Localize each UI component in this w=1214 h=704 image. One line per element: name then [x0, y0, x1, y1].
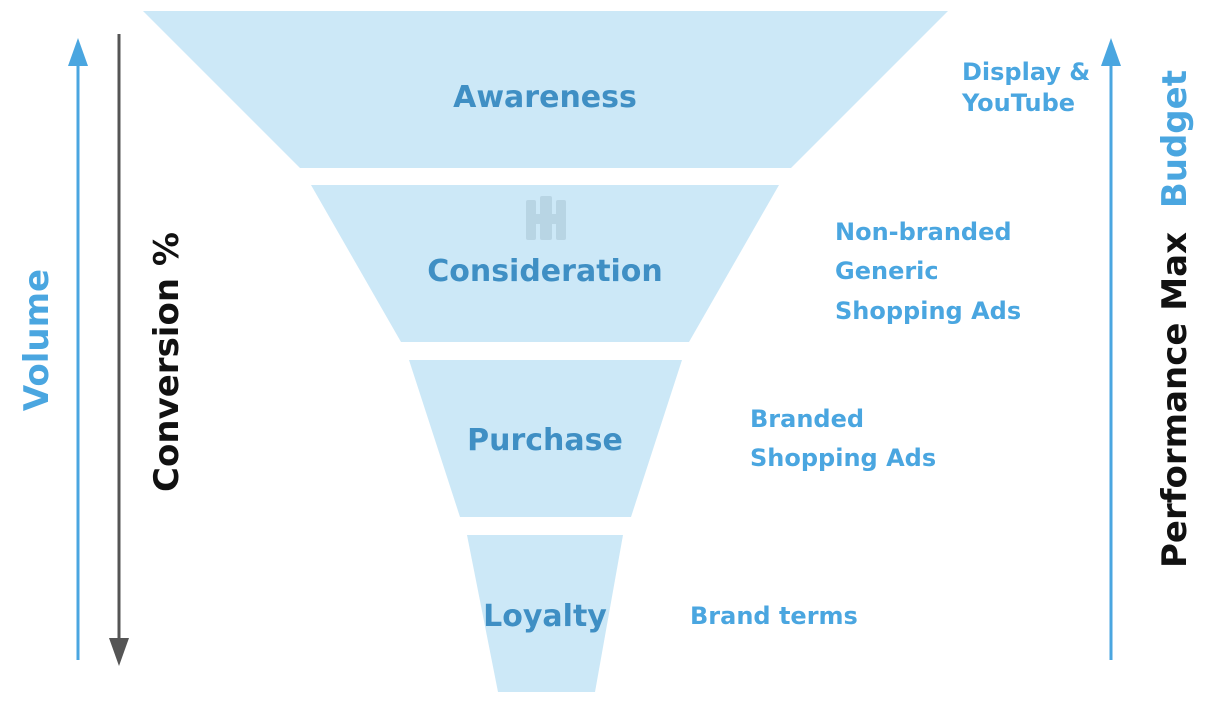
channel-purchase: Branded Shopping Ads: [750, 405, 936, 472]
channel-loyalty: Brand terms: [690, 602, 858, 630]
budget-label: Performance Max Budget: [1155, 70, 1195, 568]
channel-awareness-line: Display &: [962, 58, 1090, 86]
funnel-segment-consideration: [311, 185, 779, 342]
channel-purchase-line: Branded: [750, 405, 864, 433]
stage-label-consideration: Consideration: [427, 254, 663, 289]
conversion-arrow: [109, 34, 129, 666]
channel-purchase-line: Shopping Ads: [750, 444, 936, 472]
funnel-segment-purchase: [409, 360, 682, 517]
budget-arrow: [1101, 38, 1121, 660]
channel-awareness-line: YouTube: [961, 89, 1075, 117]
castle-logo-icon: [526, 196, 566, 240]
stage-label-awareness: Awareness: [453, 80, 637, 115]
volume-label: Volume: [17, 269, 57, 411]
channel-consideration: Non-branded Generic Shopping Ads: [835, 218, 1021, 325]
channel-loyalty-line: Brand terms: [690, 602, 858, 630]
budget-label-accent: Budget: [1155, 70, 1195, 208]
channel-consideration-line: Non-branded: [835, 218, 1012, 246]
funnel-segment-loyalty: [467, 535, 623, 692]
channel-consideration-line: Generic: [835, 257, 939, 285]
channel-awareness: Display & YouTube: [961, 58, 1099, 117]
conversion-label: Conversion %: [147, 232, 187, 492]
funnel-segment-awareness: [143, 11, 948, 168]
channel-consideration-line: Shopping Ads: [835, 297, 1021, 325]
budget-label-main: Performance Max: [1155, 232, 1195, 568]
stage-label-loyalty: Loyalty: [483, 599, 607, 634]
volume-arrow: [68, 38, 88, 660]
stage-label-purchase: Purchase: [467, 423, 623, 458]
